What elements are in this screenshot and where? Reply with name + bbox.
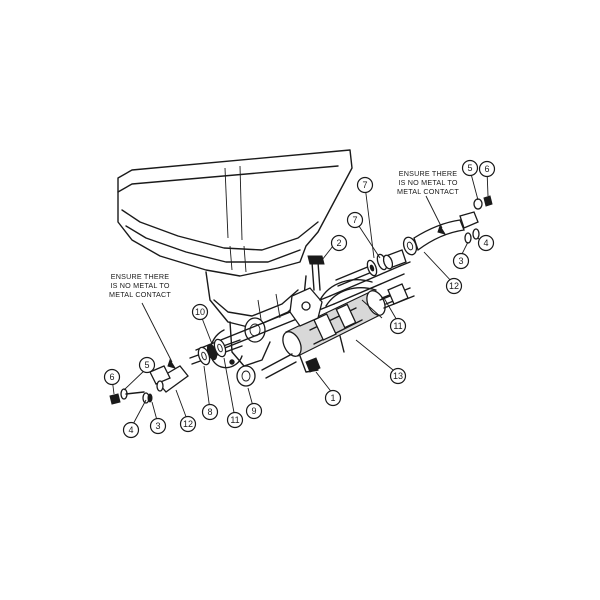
callout-11-left-label: 11 [230,415,239,425]
bolt-nut [305,357,321,373]
callout-3-right: 3 [452,252,470,270]
callout-8-label: 8 [207,407,212,417]
callout-6-right: 6 [478,160,496,178]
callout-5-left-label: 5 [144,360,149,370]
callout-3-right-label: 3 [458,256,463,266]
callout-13: 13 [389,367,407,385]
callouts: 1 2 3 3 4 4 5 5 6 6 7 7 8 9 10 11 11 12 … [103,159,496,439]
callout-4-left-label: 4 [128,425,133,435]
callout-3-left-label: 3 [155,421,160,431]
callout-1: 1 [324,389,342,407]
engine-cowling [117,149,353,277]
note-right-line-1: ENSURE THERE [399,169,458,178]
right-side-hardware [335,195,493,305]
note-right: ENSURE THERE IS NO METAL TO METAL CONTAC… [397,169,459,196]
note-right-line-2: IS NO METAL TO [398,178,457,187]
callout-11-left: 11 [226,411,244,429]
callout-9: 9 [245,402,263,420]
note-left-line-3: METAL CONTACT [109,290,171,299]
callout-3-left: 3 [149,417,167,435]
callout-13-label: 13 [393,371,403,381]
callout-9-label: 9 [251,406,256,416]
callout-12-left: 12 [179,415,197,433]
callout-5-right-label: 5 [467,163,472,173]
callout-12-right: 12 [445,277,463,295]
callout-2-label: 2 [336,238,341,248]
callout-5-right: 5 [461,159,479,177]
steering-cylinder [261,279,415,379]
callout-6-left: 6 [103,368,121,386]
callout-2: 2 [330,234,348,252]
left-side-hardware [109,338,256,405]
callout-1-label: 1 [330,393,335,403]
note-left-line-1: ENSURE THERE [111,272,170,281]
note-leaders [141,195,447,369]
note-left-line-2: IS NO METAL TO [110,281,169,290]
callout-6-left-label: 6 [109,372,114,382]
callout-4-left: 4 [122,421,140,439]
callout-12-left-label: 12 [183,419,193,429]
callout-7-upper-label: 7 [362,180,367,190]
callout-10: 10 [191,303,209,321]
callout-8: 8 [201,403,219,421]
callout-4-right-label: 4 [483,238,488,248]
callout-11-right-label: 11 [393,321,402,331]
upper-bolt [307,255,325,291]
callout-5-left: 5 [138,356,156,374]
note-right-line-3: METAL CONTACT [397,187,459,196]
callout-7-lower-label: 7 [352,215,357,225]
callout-4-right: 4 [477,234,495,252]
callout-6-right-label: 6 [484,164,489,174]
callout-10-label: 10 [195,307,205,317]
note-left: ENSURE THERE IS NO METAL TO METAL CONTAC… [109,272,171,299]
callout-12-right-label: 12 [449,281,459,291]
callout-7-upper: 7 [356,176,374,194]
callout-11-right: 11 [389,317,407,335]
callout-7-lower: 7 [346,211,364,229]
